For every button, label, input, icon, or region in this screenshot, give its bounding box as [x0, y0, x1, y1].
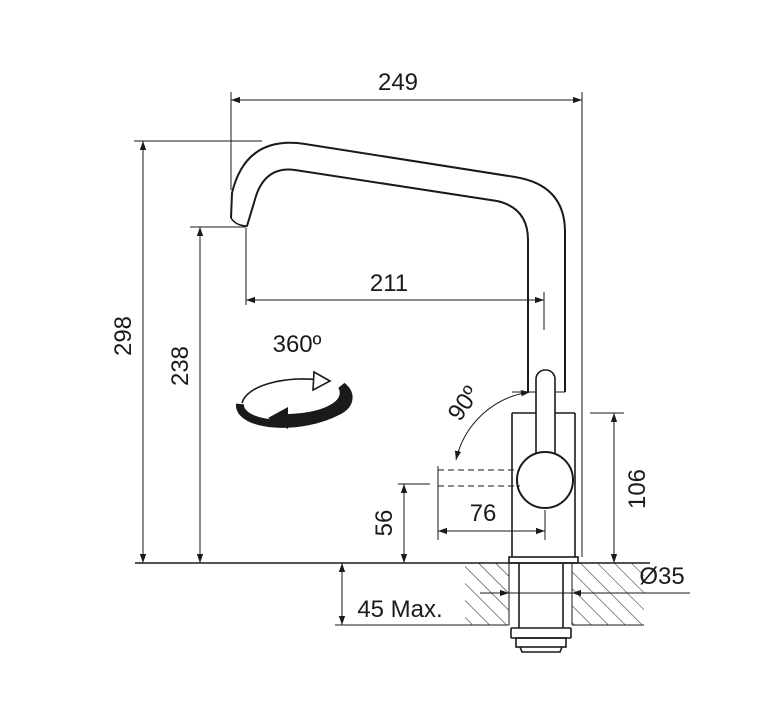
shank-nut	[510, 627, 572, 639]
label-handle-rotation: 90º	[443, 381, 486, 426]
dimension-handle-height: 56	[371, 483, 430, 563]
label-handle-reach: 76	[470, 500, 497, 527]
dimension-spout-height: 238	[167, 226, 246, 563]
dimension-overall-width: 249	[230, 69, 583, 557]
handle-knob	[516, 451, 574, 509]
spout-rotation-annotation: 360º	[236, 331, 353, 429]
dimension-hole-diameter: Ø35	[480, 563, 690, 597]
label-overall-width: 249	[378, 69, 418, 96]
spout	[230, 141, 566, 392]
spout-inner-contour	[246, 168, 529, 392]
label-hole-diameter: Ø35	[639, 563, 684, 590]
shank-tip	[519, 646, 563, 653]
rotation-arrow-back	[241, 378, 321, 404]
rotation-360-icon	[236, 370, 353, 429]
handle-rotation-annotation: 90º	[443, 381, 531, 461]
label-handle-height: 56	[371, 510, 398, 537]
rotation-arrow-front-edge	[237, 403, 263, 425]
dimension-handle-reach: 76	[437, 466, 546, 540]
countertop-hatch-left	[465, 563, 509, 625]
label-spout-rotation: 360º	[273, 331, 322, 358]
countertop-section	[135, 562, 650, 626]
rotation-arrow-front-head	[268, 407, 288, 429]
shank-nut-lower	[515, 637, 567, 648]
dimension-spout-reach: 211	[245, 228, 545, 330]
mounting-shank	[510, 563, 572, 653]
spout-outer-contour	[230, 141, 566, 392]
label-spout-height: 238	[167, 346, 194, 386]
dimension-overall-height: 298	[110, 140, 262, 563]
handle-rotation-arc	[454, 390, 531, 461]
countertop-hatch-right	[572, 563, 644, 625]
label-spout-reach: 211	[370, 270, 408, 297]
spout-outlet	[230, 217, 249, 227]
rotation-arrow-back-head	[312, 370, 332, 392]
dimension-deck-thickness: 45 Max.	[335, 563, 465, 626]
label-deck-thickness: 45 Max.	[357, 596, 442, 623]
dimension-body-height: 106	[590, 412, 651, 563]
rotation-arrow-front	[236, 382, 353, 428]
handle	[516, 369, 574, 509]
label-overall-height: 298	[110, 316, 137, 356]
label-body-height: 106	[624, 469, 651, 509]
body-base-plate	[508, 556, 579, 564]
